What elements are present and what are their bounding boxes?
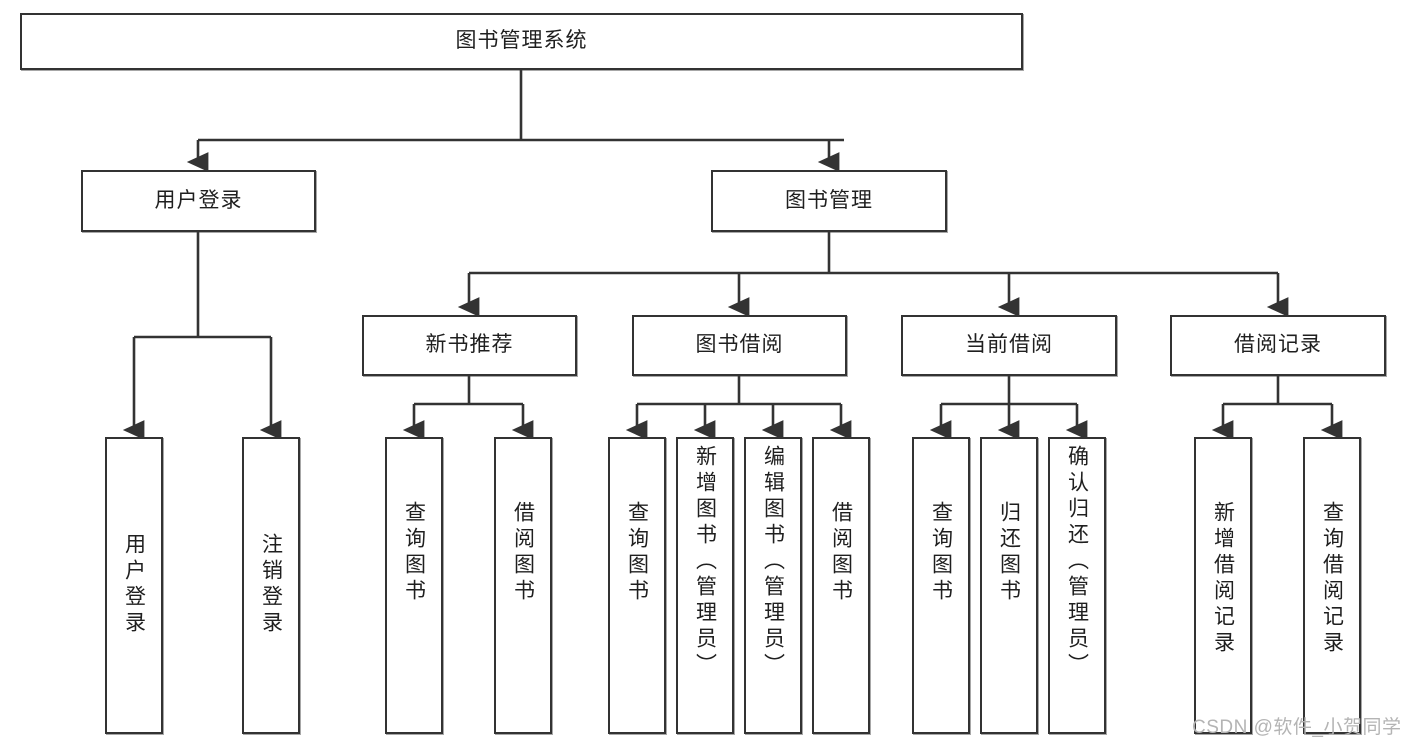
node-label: 归还图书 [997, 501, 1021, 605]
node-leaf-add-book-admin[interactable]: 新增图书（管理员） [676, 437, 734, 734]
node-label: 图书管理系统 [455, 29, 588, 53]
node-label: 当前借阅 [965, 333, 1053, 357]
node-label: 新增图书（管理员） [693, 445, 717, 679]
node-user-login[interactable]: 用户登录 [81, 170, 316, 232]
node-label: 用户登录 [154, 188, 243, 212]
node-label: 借阅图书 [829, 501, 853, 605]
node-book-manage[interactable]: 图书管理 [711, 170, 947, 232]
node-borrow-record[interactable]: 借阅记录 [1170, 315, 1386, 376]
node-leaf-query-borrow-record[interactable]: 查询借阅记录 [1303, 437, 1361, 734]
node-leaf-confirm-return-admin[interactable]: 确认归还（管理员） [1048, 437, 1106, 734]
node-leaf-user-login[interactable]: 用户登录 [105, 437, 163, 734]
node-label: 借阅图书 [511, 501, 535, 605]
node-leaf-borrow-book-2[interactable]: 借阅图书 [812, 437, 870, 734]
node-label: 新书推荐 [425, 333, 514, 357]
node-label: 图书管理 [785, 188, 873, 212]
node-leaf-return-book[interactable]: 归还图书 [980, 437, 1038, 734]
node-label: 用户登录 [122, 533, 146, 637]
node-label: 新增借阅记录 [1211, 501, 1235, 657]
node-leaf-query-book-2[interactable]: 查询图书 [608, 437, 666, 734]
node-label: 借阅记录 [1234, 333, 1322, 357]
node-new-book-recommend[interactable]: 新书推荐 [362, 315, 577, 376]
node-label: 查询借阅记录 [1320, 501, 1344, 657]
node-label: 查询图书 [402, 501, 426, 605]
node-leaf-borrow-book-1[interactable]: 借阅图书 [494, 437, 552, 734]
node-label: 编辑图书（管理员） [761, 445, 785, 679]
node-leaf-edit-book-admin[interactable]: 编辑图书（管理员） [744, 437, 802, 734]
csdn-watermark: CSDN @软件_小贺同学 [1192, 717, 1402, 738]
node-leaf-query-book-3[interactable]: 查询图书 [912, 437, 970, 734]
node-label: 图书借阅 [695, 333, 784, 357]
node-label: 确认归还（管理员） [1065, 445, 1089, 679]
node-current-borrow[interactable]: 当前借阅 [901, 315, 1117, 376]
node-leaf-query-book-1[interactable]: 查询图书 [385, 437, 443, 734]
node-book-borrow[interactable]: 图书借阅 [632, 315, 847, 376]
node-label: 查询图书 [625, 501, 649, 605]
node-leaf-logout-login[interactable]: 注销登录 [242, 437, 300, 734]
node-book-management-system[interactable]: 图书管理系统 [20, 13, 1023, 70]
node-label: 注销登录 [259, 533, 283, 637]
node-leaf-add-borrow-record[interactable]: 新增借阅记录 [1194, 437, 1252, 734]
node-label: 查询图书 [929, 501, 953, 605]
